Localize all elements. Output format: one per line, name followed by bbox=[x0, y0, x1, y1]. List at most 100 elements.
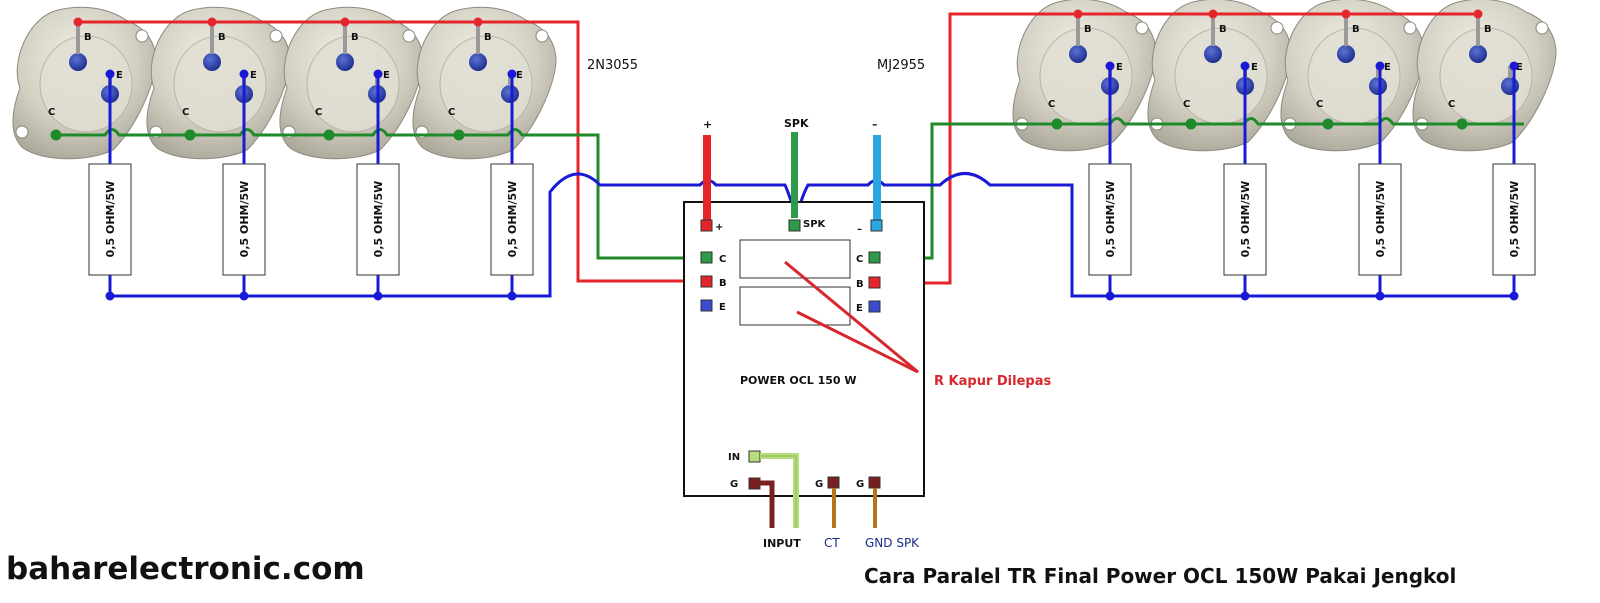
mounting-hole bbox=[535, 29, 549, 43]
collector-pin-label: C bbox=[315, 107, 322, 118]
relay-outline-2 bbox=[739, 286, 851, 326]
emitter-pin-label: E bbox=[1516, 62, 1523, 73]
collector-node bbox=[453, 129, 465, 141]
collector-pin-label: C bbox=[1048, 99, 1055, 110]
annotation-pointer-1 bbox=[784, 260, 919, 374]
resistor-body bbox=[222, 163, 266, 276]
g-input-label: G bbox=[730, 479, 738, 490]
resistor-node bbox=[373, 291, 383, 301]
collector-pin-label: C bbox=[1316, 99, 1323, 110]
g-input-pad bbox=[748, 477, 761, 490]
base-pin bbox=[69, 53, 87, 71]
left-c-pad bbox=[700, 251, 713, 264]
left-b-label: B bbox=[719, 278, 727, 289]
right-b-label: B bbox=[856, 279, 864, 290]
collector-pin-label: C bbox=[182, 107, 189, 118]
mounting-hole bbox=[15, 125, 29, 139]
resistor-node bbox=[239, 291, 249, 301]
g-spk-pad bbox=[868, 476, 881, 489]
collector-node bbox=[1185, 118, 1197, 130]
emitter-pin-label: E bbox=[1251, 62, 1258, 73]
emitter-pin-label: E bbox=[383, 70, 390, 81]
gnd-spk-label: GND SPK bbox=[865, 536, 920, 550]
minus-pad-label: – bbox=[857, 224, 862, 235]
collector-pin-label: C bbox=[48, 107, 55, 118]
resistor-body bbox=[1492, 163, 1536, 276]
base-pin-label: B bbox=[484, 32, 492, 43]
left-e-label: E bbox=[719, 302, 726, 313]
right-transistor-1: B E C bbox=[1012, 0, 1157, 152]
right-transistor-3: BEC bbox=[1280, 0, 1425, 152]
resistor-label: 0,5 OHM/5W bbox=[238, 181, 251, 258]
collector-node bbox=[50, 129, 62, 141]
right-resistor-4: 0,5 OHM/5W bbox=[1492, 61, 1536, 301]
resistor-node bbox=[1240, 291, 1250, 301]
resistor-group: 0,5 OHM/5W 0,5 OHM/5W 0,5 OHM/5W 0,5 OHM/5W… bbox=[88, 61, 1536, 301]
emitter-pin bbox=[1501, 77, 1519, 95]
g-spk-label: G bbox=[856, 479, 864, 490]
spk-pad bbox=[788, 219, 801, 232]
resistor-body bbox=[1358, 163, 1402, 276]
left-base-bus bbox=[78, 20, 705, 283]
collector-node bbox=[184, 129, 196, 141]
site-name: baharelectronic.com bbox=[6, 551, 365, 587]
transistor-dome bbox=[306, 35, 400, 133]
resistor-body bbox=[356, 163, 400, 276]
resistor-label: 0,5 OHM/5W bbox=[506, 181, 519, 258]
resistor-label: 0,5 OHM/5W bbox=[1239, 181, 1252, 258]
base-pin-label: B bbox=[1084, 24, 1092, 35]
emitter-node bbox=[373, 69, 383, 79]
emitter-pin bbox=[1369, 77, 1387, 95]
minus-pad bbox=[870, 219, 883, 232]
base-pin bbox=[1337, 45, 1355, 63]
resistor-label: 0,5 OHM/5W bbox=[104, 181, 117, 258]
resistor-label: 0,5 OHM/5W bbox=[1104, 181, 1117, 258]
right-resistor-2: 0,5 OHM/5W bbox=[1223, 61, 1267, 301]
right-b-pad bbox=[868, 276, 881, 289]
left-b-pad bbox=[700, 275, 713, 288]
mounting-hole bbox=[135, 29, 149, 43]
emitter-pin bbox=[501, 85, 519, 103]
g-ct-pad bbox=[827, 476, 840, 489]
left-e-pad bbox=[700, 299, 713, 312]
right-e-label: E bbox=[856, 303, 863, 314]
right-transistor-4: BEC bbox=[1412, 0, 1557, 152]
emitter-pin-label: E bbox=[116, 70, 123, 81]
annotation: R Kapur Dilepas bbox=[784, 260, 1051, 389]
mounting-hole bbox=[1535, 21, 1549, 35]
base-pin-label: B bbox=[351, 32, 359, 43]
relay-outline-1 bbox=[739, 239, 851, 279]
minus-top-label: – bbox=[872, 118, 878, 131]
resistor-label: 0,5 OHM/5W bbox=[1374, 181, 1387, 258]
emitter-node bbox=[105, 69, 115, 79]
base-pin-label: B bbox=[1219, 24, 1227, 35]
emitter-node bbox=[1509, 61, 1519, 71]
left-c-label: C bbox=[719, 254, 726, 265]
plus-pad-label: + bbox=[715, 222, 723, 233]
collector-node bbox=[1456, 118, 1468, 130]
emitter-pin-label: E bbox=[1384, 62, 1391, 73]
right-c-pad bbox=[868, 251, 881, 264]
in-label: IN bbox=[728, 452, 740, 463]
emitter-node bbox=[1240, 61, 1250, 71]
transistor-dome bbox=[439, 35, 533, 133]
left-transistor-type: 2N3055 bbox=[587, 58, 638, 73]
mounting-hole bbox=[1403, 21, 1417, 35]
emitter-node bbox=[507, 69, 517, 79]
mounting-hole bbox=[402, 29, 416, 43]
annotation-text: R Kapur Dilepas bbox=[934, 374, 1051, 389]
annotation-pointer-2 bbox=[796, 310, 919, 374]
collector-pin-label: C bbox=[1183, 99, 1190, 110]
collector-pin-label: C bbox=[1448, 99, 1455, 110]
collector-node bbox=[1322, 118, 1334, 130]
resistor-node bbox=[1509, 291, 1519, 301]
resistor-node bbox=[1105, 291, 1115, 301]
resistor-body bbox=[1088, 163, 1132, 276]
emitter-pin-label: E bbox=[1116, 62, 1123, 73]
resistor-label: 0,5 OHM/5W bbox=[372, 181, 385, 258]
right-e-pad bbox=[868, 300, 881, 313]
resistor-body bbox=[1223, 163, 1267, 276]
right-c-label: C bbox=[856, 254, 863, 265]
